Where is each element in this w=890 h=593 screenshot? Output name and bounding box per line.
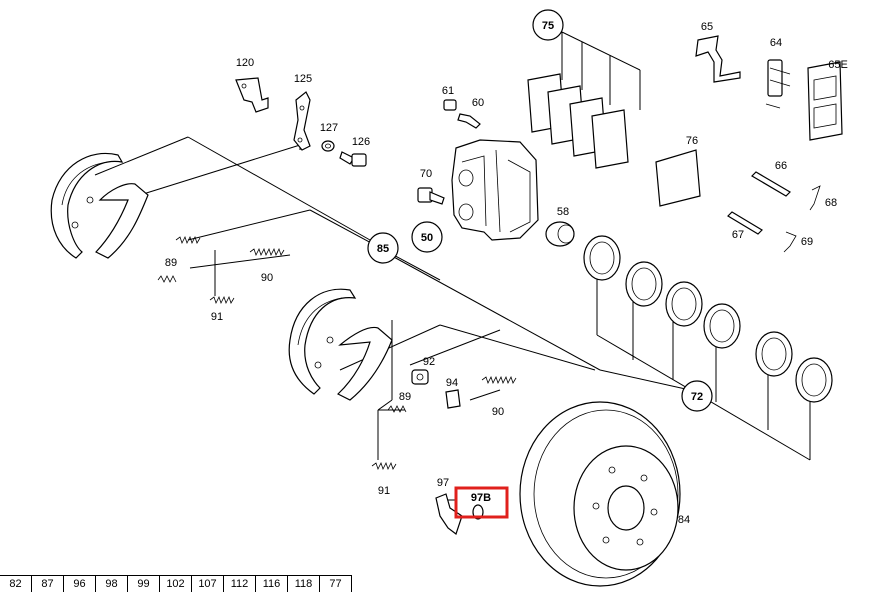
- label-58[interactable]: 58: [557, 206, 569, 218]
- callout-75[interactable]: 75: [532, 9, 564, 41]
- label-66[interactable]: 66: [775, 160, 787, 172]
- label-67[interactable]: 67: [732, 229, 744, 241]
- page-link-102[interactable]: 102: [160, 576, 192, 592]
- page-link-87[interactable]: 87: [32, 576, 64, 592]
- clip-69: [783, 231, 797, 253]
- page-link-112[interactable]: 112: [224, 576, 256, 592]
- pin-66: [751, 171, 791, 197]
- piston-58: [545, 221, 575, 247]
- screw-60: [457, 113, 481, 129]
- leader-lines: [94, 31, 811, 501]
- brake-shoe-lower: [288, 288, 393, 401]
- page-link-99[interactable]: 99: [128, 576, 160, 592]
- label-90-upper[interactable]: 90: [261, 272, 273, 284]
- plate-76: [655, 149, 701, 207]
- label-60[interactable]: 60: [472, 97, 484, 109]
- highlight-97B[interactable]: 97B: [454, 486, 509, 519]
- label-126[interactable]: 126: [352, 136, 370, 148]
- label-91-lower[interactable]: 91: [378, 485, 390, 497]
- page-link-82[interactable]: 82: [0, 576, 32, 592]
- seal-rings-72: [583, 235, 833, 403]
- label-61[interactable]: 61: [442, 85, 454, 97]
- lever-125: [293, 91, 311, 151]
- clip-68: [809, 185, 821, 211]
- page-link-96[interactable]: 96: [64, 576, 96, 592]
- adjuster-92: [411, 369, 429, 385]
- label-72: 72: [691, 391, 703, 403]
- label-94[interactable]: 94: [446, 377, 458, 389]
- label-92[interactable]: 92: [423, 356, 435, 368]
- label-97B: 97B: [471, 492, 491, 504]
- bolt-61: [443, 99, 457, 111]
- pin-67: [727, 211, 763, 235]
- page-link-118[interactable]: 118: [288, 576, 320, 592]
- bracket-97: [435, 493, 463, 535]
- label-85: 85: [377, 243, 389, 255]
- page-link-77[interactable]: 77: [320, 576, 352, 592]
- callout-72[interactable]: 72: [681, 380, 713, 412]
- label-127[interactable]: 127: [320, 122, 338, 134]
- bolt-70: [417, 187, 445, 205]
- clip-65: [695, 35, 741, 83]
- brake-disc-84: [519, 401, 681, 587]
- page-link-116[interactable]: 116: [256, 576, 288, 592]
- label-125[interactable]: 125: [294, 73, 312, 85]
- label-65[interactable]: 65: [701, 21, 713, 33]
- cap-94: [445, 389, 461, 409]
- label-50: 50: [421, 232, 433, 244]
- label-75: 75: [542, 20, 554, 32]
- spring-64: [765, 59, 791, 109]
- label-65E[interactable]: 65E: [828, 59, 848, 71]
- label-90-lower[interactable]: 90: [492, 406, 504, 418]
- bolt-126: [339, 151, 367, 167]
- label-97[interactable]: 97: [437, 477, 449, 489]
- callout-85[interactable]: 85: [367, 232, 399, 264]
- page-link-107[interactable]: 107: [192, 576, 224, 592]
- callout-50[interactable]: 50: [411, 221, 443, 253]
- springs: [157, 235, 517, 471]
- label-89-lower[interactable]: 89: [399, 391, 411, 403]
- label-68[interactable]: 68: [825, 197, 837, 209]
- bracket-120: [235, 77, 269, 113]
- label-91-upper[interactable]: 91: [211, 311, 223, 323]
- brake-shoe-upper: [50, 153, 149, 259]
- label-84[interactable]: 84: [678, 514, 690, 526]
- plate-65E: [807, 61, 843, 141]
- label-76[interactable]: 76: [686, 135, 698, 147]
- highlight-box: [454, 486, 509, 519]
- label-89-upper[interactable]: 89: [165, 257, 177, 269]
- page-link-98[interactable]: 98: [96, 576, 128, 592]
- washer-127: [321, 140, 335, 152]
- label-70[interactable]: 70: [420, 168, 432, 180]
- label-120[interactable]: 120: [236, 57, 254, 69]
- label-69[interactable]: 69: [801, 236, 813, 248]
- label-64[interactable]: 64: [770, 37, 782, 49]
- brake-pads-75: [527, 73, 629, 169]
- caliper-50: [451, 139, 539, 241]
